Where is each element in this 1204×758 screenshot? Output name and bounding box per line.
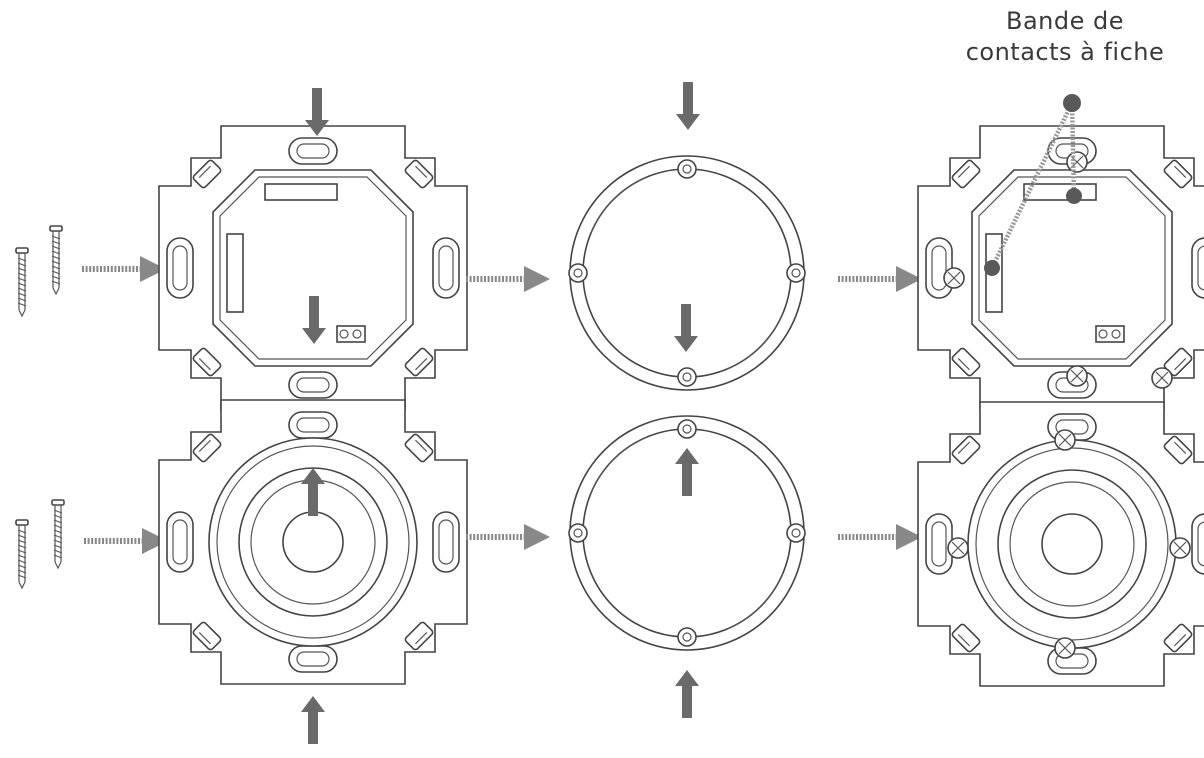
- callout-leader: [984, 94, 1082, 276]
- flow-arrow: [838, 524, 922, 550]
- switch-insert: [158, 125, 468, 411]
- assembled-switch-insert: [917, 125, 1204, 411]
- contact-strip-callout: Bande de contacts à fiche: [930, 6, 1200, 68]
- press-arrow-up: [675, 448, 699, 496]
- assembled-dimmer-insert: [917, 401, 1204, 687]
- flow-arrow: [82, 256, 166, 282]
- flow-arrow: [838, 266, 922, 292]
- callout-dot: [1063, 94, 1081, 112]
- callout-line-1: Bande de: [1005, 7, 1124, 35]
- press-arrow-up: [675, 670, 699, 718]
- press-arrow-down: [674, 304, 698, 352]
- press-arrow-up: [301, 696, 325, 744]
- mounting-ring: [568, 155, 806, 391]
- bottom-row-screws: [15, 499, 65, 589]
- dimmer-insert: [158, 399, 468, 685]
- flow-arrow: [84, 528, 168, 554]
- contact-point-dot: [984, 260, 1000, 276]
- flow-arrow: [466, 524, 550, 550]
- contact-point-dot: [1066, 188, 1082, 204]
- press-arrow-down: [676, 82, 700, 130]
- callout-line-2: contacts à fiche: [965, 38, 1165, 66]
- flow-arrow: [466, 266, 550, 292]
- top-row-screws: [15, 225, 63, 317]
